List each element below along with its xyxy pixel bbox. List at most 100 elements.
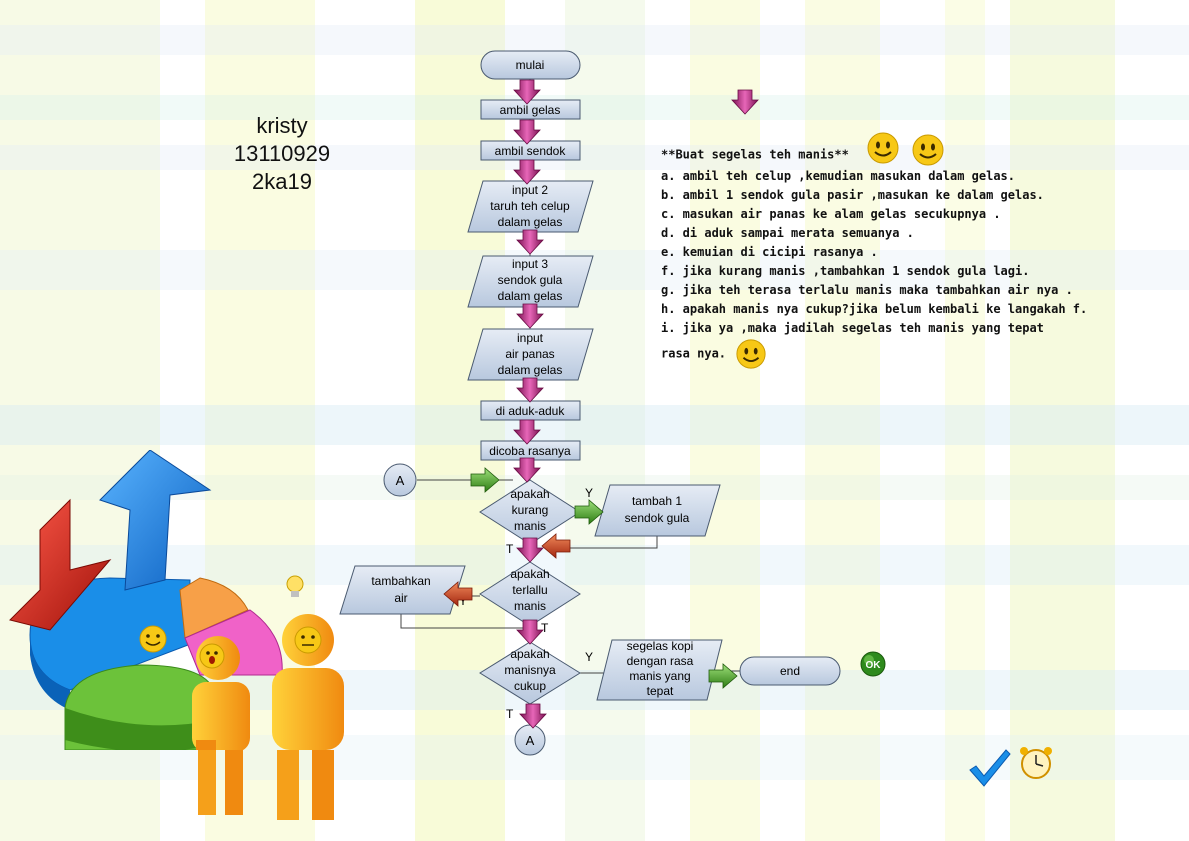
svg-text:manis yang: manis yang xyxy=(629,669,690,683)
algorithm-step: a. ambil teh celup ,kemudian masukan dal… xyxy=(661,169,1016,183)
algorithm-step: c. masukan air panas ke alam gelas secuk… xyxy=(661,207,1001,221)
clipart-people-legs xyxy=(198,750,334,820)
red-arrow-left-icon xyxy=(541,533,571,559)
algorithm-text: **Buat segelas teh manis** a. ambil teh … xyxy=(661,132,1088,370)
svg-text:air: air xyxy=(394,591,407,605)
decision-kurang-manis: apakah kurang manis xyxy=(479,479,581,545)
algorithm-title-row: **Buat segelas teh manis** xyxy=(661,132,1081,167)
svg-text:cukup: cukup xyxy=(514,679,546,693)
svg-text:ambil sendok: ambil sendok xyxy=(495,144,567,158)
smiley-icon xyxy=(912,134,944,166)
svg-text:sendok gula: sendok gula xyxy=(498,273,563,287)
algorithm-step: f. jika kurang manis ,tambahkan 1 sendok… xyxy=(661,264,1030,278)
input-air-panas: input air panas dalam gelas xyxy=(467,328,594,381)
smiley-icon xyxy=(139,625,167,653)
label-d2-yes: Y xyxy=(459,594,467,608)
pink-arrow-down-icon xyxy=(516,537,544,563)
svg-text:manisnya: manisnya xyxy=(504,663,556,677)
start-terminator: mulai xyxy=(480,50,581,80)
svg-text:tambah 1: tambah 1 xyxy=(632,494,682,508)
svg-text:A: A xyxy=(526,733,535,748)
svg-text:sendok gula: sendok gula xyxy=(625,511,690,525)
ok-label: OK xyxy=(866,660,882,671)
smiley-icon xyxy=(867,132,899,164)
label-d3-no: T xyxy=(506,707,514,721)
algorithm-step-last: i. jika ya ,maka jadilah segelas teh man… xyxy=(661,319,1051,370)
process-ambil-gelas: ambil gelas xyxy=(480,99,581,120)
svg-text:tepat: tepat xyxy=(647,684,674,698)
pink-arrow-down-icon xyxy=(516,377,544,403)
checkmark-icon xyxy=(969,749,1011,787)
pie-slice-orange xyxy=(179,577,249,639)
output-hasil: segelas kopi dengan rasa manis yang tepa… xyxy=(596,639,723,701)
green-arrow-right-icon xyxy=(574,499,604,525)
svg-text:end: end xyxy=(780,664,800,678)
pink-arrow-down-icon xyxy=(513,159,541,185)
label-d1-no: T xyxy=(506,542,514,556)
svg-text:A: A xyxy=(396,473,405,488)
lightbulb-icon xyxy=(286,575,304,597)
input-teh-celup: input 2 taruh teh celup dalam gelas xyxy=(467,180,594,233)
process-dicoba-rasanya: dicoba rasanya xyxy=(480,440,581,461)
bottom-right-icons xyxy=(969,747,1052,787)
end-terminator: end xyxy=(739,656,841,686)
algorithm-title: **Buat segelas teh manis** xyxy=(661,147,849,162)
blue-arrow-icon xyxy=(99,450,212,591)
pink-arrow-down-icon xyxy=(513,419,541,445)
ok-icon: OK xyxy=(860,651,886,677)
algorithm-step: h. apakah manis nya cukup?jika belum kem… xyxy=(661,302,1088,316)
person-icon xyxy=(192,636,250,750)
svg-text:input 3: input 3 xyxy=(512,257,548,271)
svg-text:manis: manis xyxy=(514,519,546,533)
algorithm-step: i. jika ya ,maka jadilah segelas teh man… xyxy=(661,321,1044,361)
pink-arrow-down-icon xyxy=(516,619,544,645)
svg-text:kurang: kurang xyxy=(512,503,549,517)
svg-text:taruh teh celup: taruh teh celup xyxy=(490,199,570,213)
svg-text:segelas kopi: segelas kopi xyxy=(627,639,694,653)
svg-text:input 2: input 2 xyxy=(512,183,548,197)
input-tambah-gula: tambah 1 sendok gula xyxy=(594,484,721,537)
input-sendok-gula: input 3 sendok gula dalam gelas xyxy=(467,255,594,308)
svg-text:dengan rasa: dengan rasa xyxy=(627,654,694,668)
person-icon xyxy=(272,614,344,750)
svg-text:input: input xyxy=(517,331,544,345)
svg-text:air panas: air panas xyxy=(505,347,554,361)
pink-arrow-down-icon xyxy=(513,119,541,145)
process-ambil-sendok: ambil sendok xyxy=(480,140,581,161)
red-arrow-icon xyxy=(9,498,112,631)
decision-manis-cukup: apakah manisnya cukup xyxy=(479,641,581,705)
clipart-pie-people xyxy=(9,450,344,750)
pink-arrow-down-icon xyxy=(516,229,544,255)
algorithm-step: b. ambil 1 sendok gula pasir ,masukan ke… xyxy=(661,188,1044,202)
label-d3-yes: Y xyxy=(585,650,593,664)
svg-text:manis: manis xyxy=(514,599,546,613)
connector-a-in: A xyxy=(383,463,417,497)
svg-text:apakah: apakah xyxy=(510,567,549,581)
author-info: kristy 13110929 2ka19 xyxy=(222,112,342,196)
algorithm-step: e. kemuian di cicipi rasanya . xyxy=(661,245,878,259)
algorithm-step: d. di aduk sampai merata semuanya . xyxy=(661,226,914,240)
svg-text:tambahkan: tambahkan xyxy=(371,574,430,588)
svg-text:di aduk-aduk: di aduk-aduk xyxy=(496,404,566,418)
svg-text:dalam gelas: dalam gelas xyxy=(498,215,563,229)
label-d1-yes: Y xyxy=(585,486,593,500)
connector-a-out: A xyxy=(514,724,546,756)
start-label: mulai xyxy=(516,58,545,72)
label-d2-no: T xyxy=(541,621,549,635)
svg-text:dalam gelas: dalam gelas xyxy=(498,363,563,377)
svg-text:dalam gelas: dalam gelas xyxy=(498,289,563,303)
algorithm-step: g. jika teh terasa terlalu manis maka ta… xyxy=(661,283,1073,297)
svg-text:terlallu: terlallu xyxy=(512,583,547,597)
green-arrow-right-icon xyxy=(470,467,500,493)
svg-text:apakah: apakah xyxy=(510,647,549,661)
process-di-aduk: di aduk-aduk xyxy=(480,400,581,421)
smiley-icon xyxy=(736,339,766,369)
pink-arrow-down-icon xyxy=(516,303,544,329)
svg-text:dicoba rasanya: dicoba rasanya xyxy=(489,444,571,458)
author-class: 2ka19 xyxy=(252,169,312,194)
pink-arrow-down-icon xyxy=(731,89,759,115)
svg-text:ambil gelas: ambil gelas xyxy=(500,103,561,117)
alarm-clock-icon xyxy=(1020,747,1052,779)
pink-arrow-down-icon xyxy=(519,703,547,729)
